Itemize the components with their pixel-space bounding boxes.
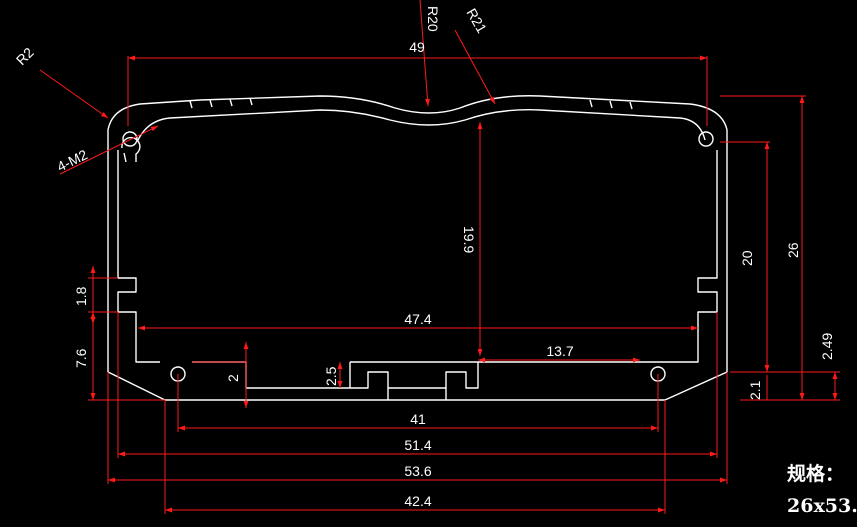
top-ribs (189, 97, 633, 110)
label-2: 2 (225, 374, 241, 382)
center-rail (387, 388, 447, 400)
inner-right-wall (640, 150, 718, 363)
label-51-4: 51.4 (404, 437, 431, 453)
label-r21: R21 (463, 6, 490, 36)
label-2-5: 2.5 (323, 366, 339, 386)
label-41: 41 (410, 411, 426, 427)
label-42-4: 42.4 (404, 493, 431, 509)
screw-hole-top-left (122, 131, 138, 147)
label-r2: R2 (13, 44, 37, 68)
spec-label: 规格： (787, 462, 844, 485)
label-19-9: 19.9 (461, 226, 477, 253)
label-1-8: 1.8 (73, 286, 89, 306)
dimension-lines (39, 0, 840, 514)
label-2-49: 2.49 (819, 333, 835, 360)
spec-block: 规格： 26x53. (787, 462, 857, 517)
label-26: 26 (785, 242, 801, 258)
dimension-labels: R2 R20 R21 4-M2 49 19.9 20 26 2.49 2.1 1… (13, 6, 835, 510)
label-13-7: 13.7 (546, 343, 573, 359)
inner-left-wall (117, 150, 160, 363)
label-53-6: 53.6 (404, 463, 431, 479)
label-7-6: 7.6 (73, 348, 89, 368)
inner-top (137, 109, 706, 141)
label-47-4: 47.4 (404, 311, 431, 327)
profile-outline (107, 95, 728, 401)
label-2-1: 2.1 (747, 380, 763, 400)
label-49: 49 (409, 39, 425, 55)
inner-floor (192, 361, 640, 389)
label-r20: R20 (425, 6, 441, 32)
screw-hole-top-right (698, 131, 714, 147)
spec-value: 26x53. (787, 495, 857, 517)
label-20: 20 (739, 250, 755, 266)
outer-shell (107, 95, 728, 401)
label-4-m2: 4-M2 (54, 146, 90, 174)
